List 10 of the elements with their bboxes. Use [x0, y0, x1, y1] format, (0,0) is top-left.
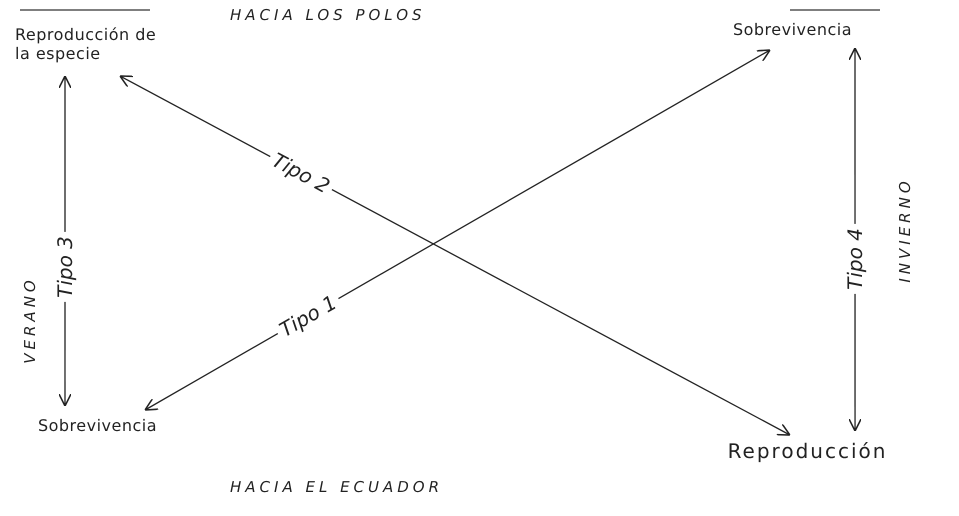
- direction-label: VERANO: [21, 276, 39, 364]
- direction-label: HACIA EL ECUADOR: [230, 478, 444, 496]
- double-arrow: [119, 75, 791, 436]
- node-label: Sobrevivencia: [38, 416, 158, 434]
- node-label: Reproducción de la especie: [15, 25, 158, 63]
- node-label: Sobrevivencia: [732, 20, 852, 38]
- direction-label: INVIERNO: [896, 177, 914, 283]
- double-arrow: [144, 49, 771, 411]
- node-label: Reproducción: [728, 442, 888, 460]
- direction-label: HACIA LOS POLOS: [230, 6, 426, 24]
